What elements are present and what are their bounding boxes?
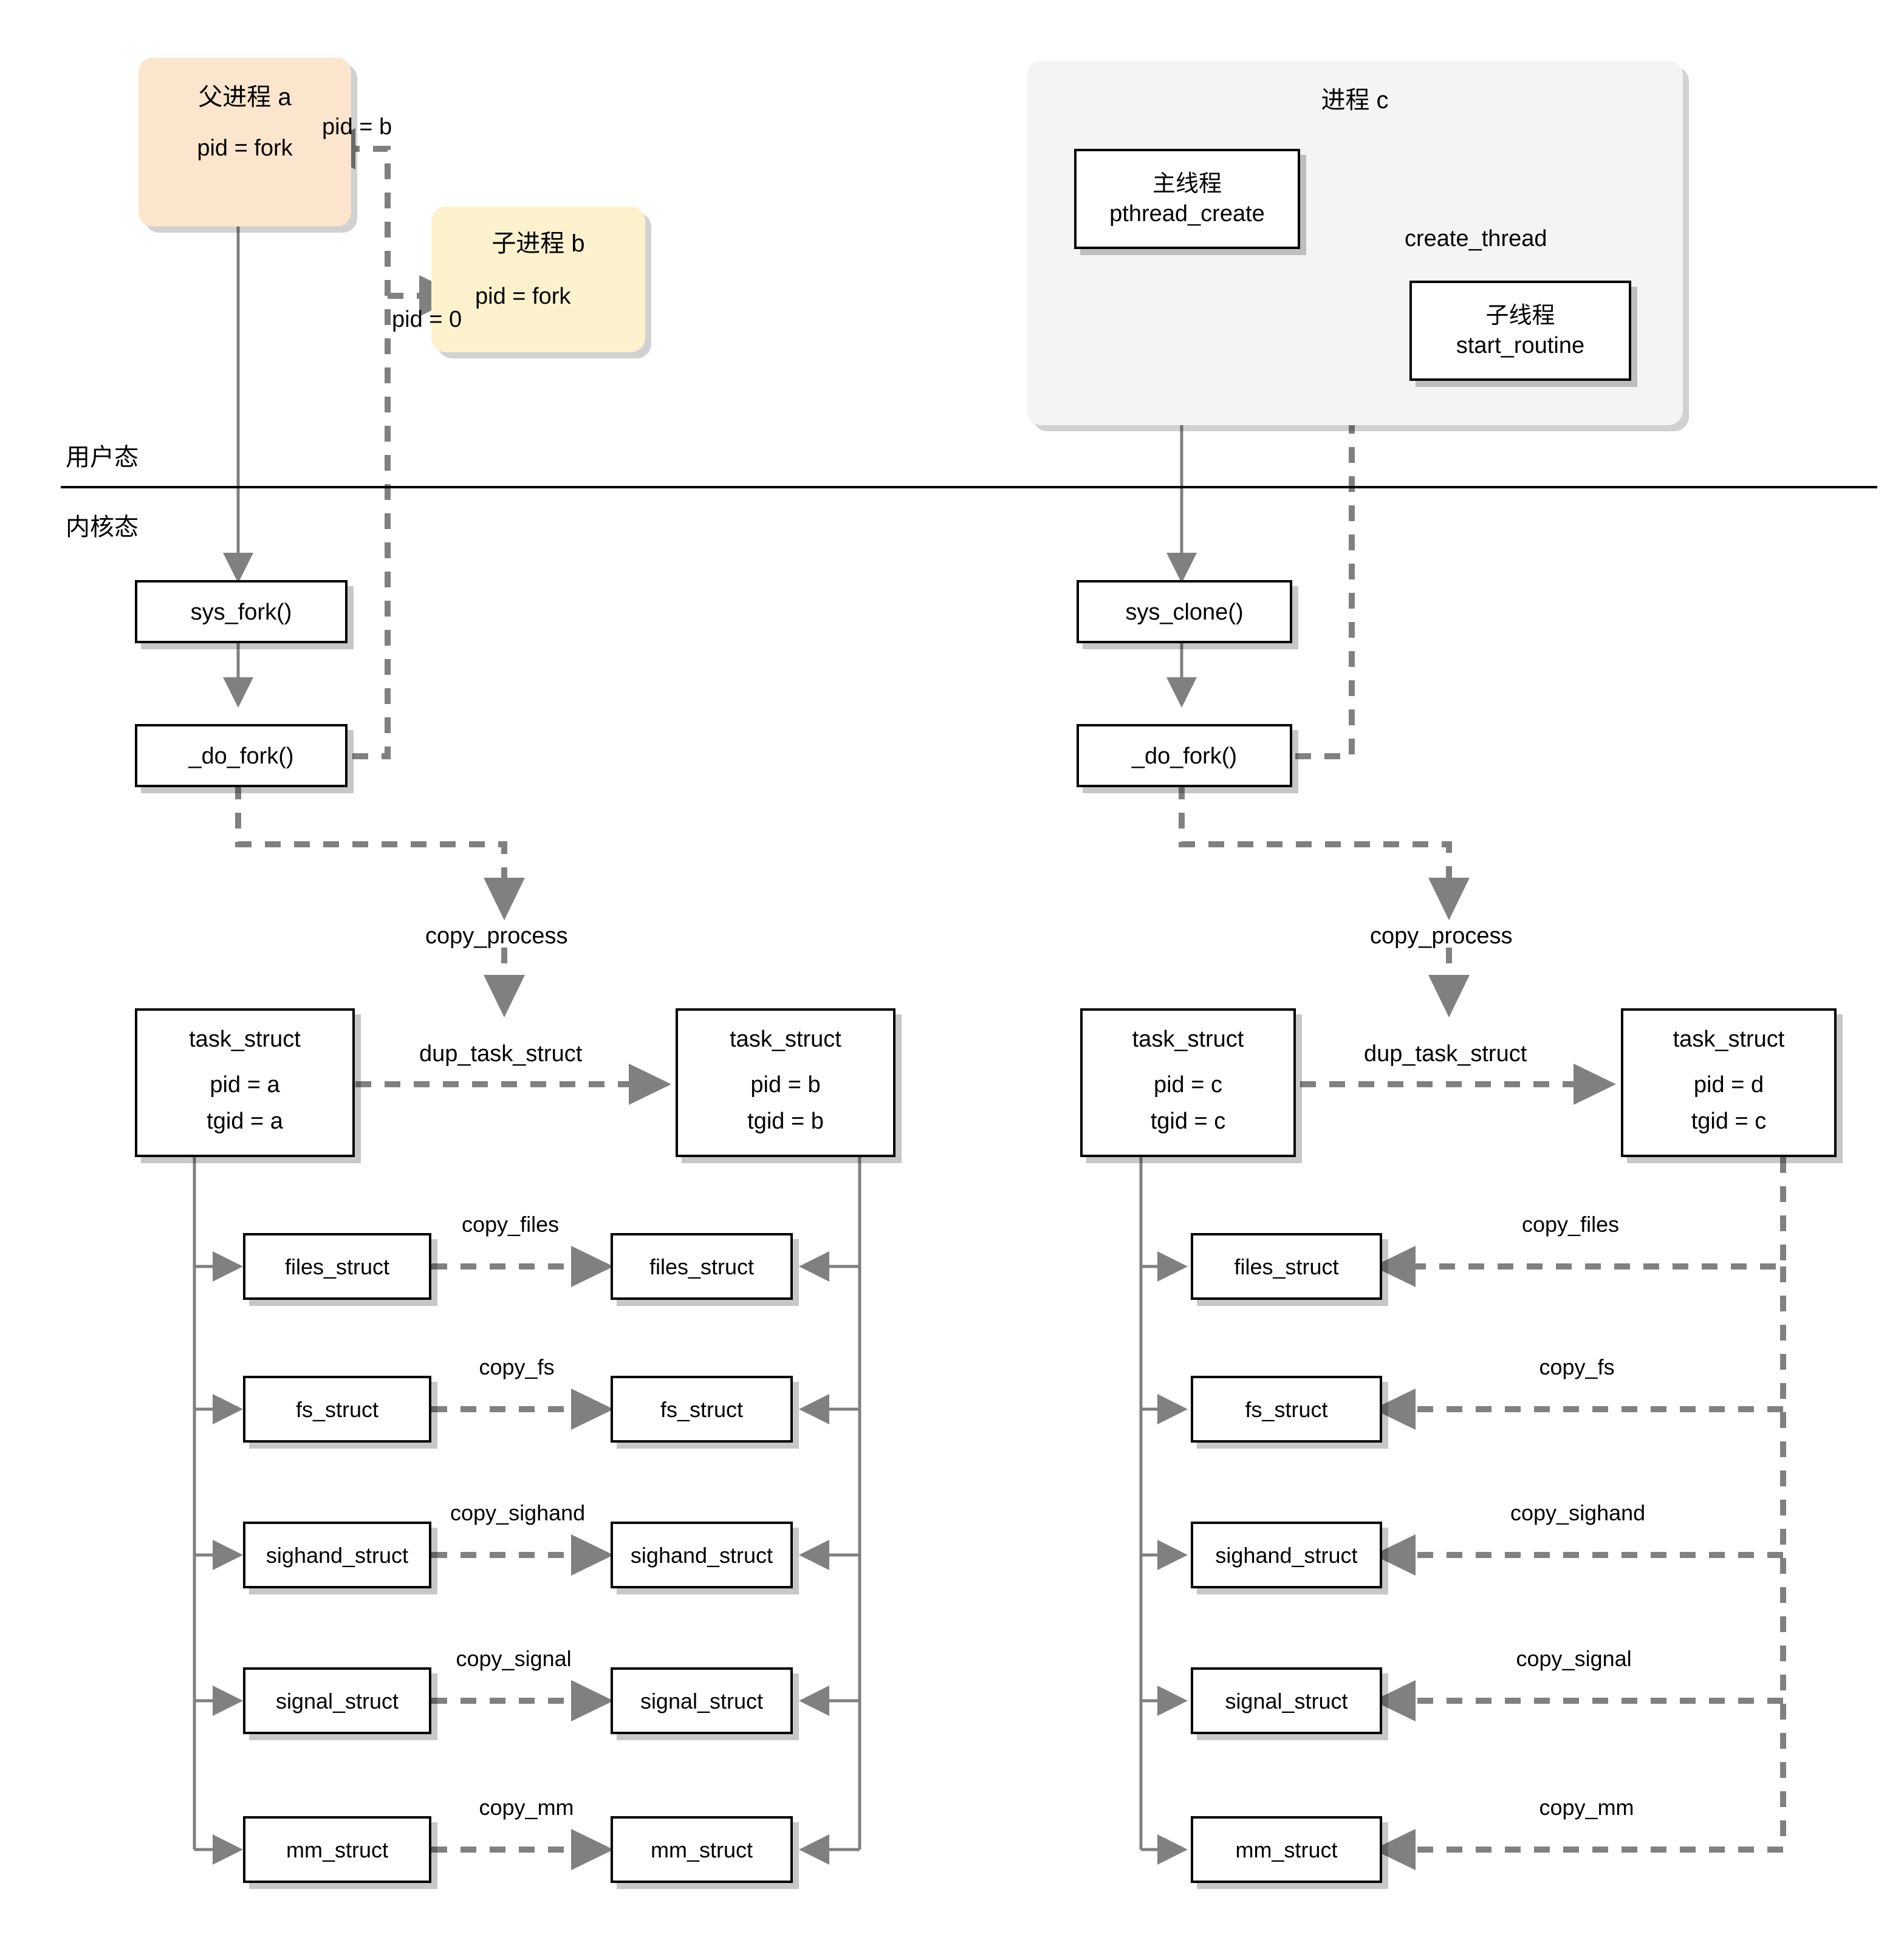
parent-process-box[interactable]: 父进程 a pid = fork [139, 58, 351, 227]
parent-process-title: 父进程 a [198, 84, 292, 111]
left-src-fs_struct-label: fs_struct [295, 1397, 379, 1422]
child-process-box[interactable]: 子进程 b [431, 207, 645, 352]
copy-process-label-right: copy_process [1370, 923, 1513, 949]
edge-label-copy_mm: copy_mm [479, 1795, 574, 1820]
do-fork-label-left: _do_fork() [188, 743, 294, 769]
task-struct-c-box[interactable]: task_struct pid = c tgid = c [1080, 1008, 1296, 1157]
main-thread-body: pthread_create [1109, 201, 1265, 227]
edge-label-right-copy_fs: copy_fs [1539, 1355, 1615, 1379]
child-process-title: 子进程 b [491, 230, 585, 257]
dup-task-struct-label-left: dup_task_struct [419, 1041, 583, 1067]
edge-copy-mm-right [1373, 1266, 1786, 1871]
task-struct-b-tgid: tgid = b [747, 1109, 824, 1134]
right-fs_struct[interactable]: fs_struct [1191, 1376, 1382, 1443]
task-struct-a-name: task_struct [189, 1027, 301, 1052]
right-mm_struct[interactable]: mm_struct [1191, 1816, 1382, 1883]
left-dst-signal_struct[interactable]: signal_struct [611, 1667, 793, 1734]
sys-fork-label: sys_fork() [190, 600, 292, 625]
right-mm_struct-label: mm_struct [1235, 1837, 1338, 1862]
left-src-sighand_struct-label: sighand_struct [265, 1543, 409, 1568]
task-struct-c-pid: pid = c [1153, 1072, 1223, 1098]
edge-dofork-to-copyprocess-right [1179, 784, 1470, 920]
do-fork-label-right: _do_fork() [1131, 743, 1238, 769]
main-thread-title: 主线程 [1152, 171, 1222, 197]
right-files_struct[interactable]: files_struct [1191, 1233, 1382, 1300]
left-src-signal_struct-label: signal_struct [275, 1689, 399, 1714]
left-dst-files_struct[interactable]: files_struct [611, 1233, 793, 1300]
left-src-fs_struct[interactable]: fs_struct [243, 1376, 431, 1443]
task-struct-b-name: task_struct [730, 1027, 841, 1052]
task-struct-c-name: task_struct [1132, 1027, 1244, 1052]
right-sighand_struct-label: sighand_struct [1215, 1543, 1358, 1568]
parent-process-body: pid = fork [197, 135, 293, 161]
task-struct-a-box[interactable]: task_struct pid = a tgid = a [135, 1008, 355, 1157]
left-src-sighand_struct[interactable]: sighand_struct [243, 1522, 431, 1588]
left-dst-sighand_struct-label: sighand_struct [630, 1543, 773, 1568]
child-thread-title: 子线程 [1485, 303, 1555, 329]
child-thread-body: start_routine [1456, 333, 1585, 358]
main-thread-box[interactable]: 主线程 pthread_create [1074, 149, 1300, 249]
edge-label-copy_files: copy_files [462, 1212, 560, 1237]
kernel-mode-label: 内核态 [66, 514, 139, 541]
child-process-body: pid = fork [475, 284, 571, 309]
left-dst-sighand_struct[interactable]: sighand_struct [611, 1522, 793, 1588]
right-signal_struct[interactable]: signal_struct [1191, 1667, 1382, 1734]
sys-clone-box[interactable]: sys_clone() [1077, 580, 1292, 643]
edge-dofork-to-copyprocess-left [235, 784, 526, 920]
do-fork-box-right[interactable]: _do_fork() [1077, 724, 1292, 787]
left-dst-files_struct-label: files_struct [649, 1254, 755, 1279]
do-fork-box-left[interactable]: _do_fork() [135, 724, 348, 787]
left-src-signal_struct[interactable]: signal_struct [243, 1667, 431, 1734]
sys-fork-box[interactable]: sys_fork() [135, 580, 348, 643]
right-files_struct-label: files_struct [1234, 1254, 1339, 1279]
left-src-files_struct-label: files_struct [284, 1254, 390, 1279]
left-dst-mm_struct-label: mm_struct [650, 1837, 753, 1862]
sys-clone-label: sys_clone() [1125, 600, 1244, 625]
edge-copy-files-right [1373, 1157, 1786, 1288]
task-struct-d-box[interactable]: task_struct pid = d tgid = c [1621, 1008, 1837, 1157]
left-src-files_struct[interactable]: files_struct [243, 1233, 431, 1300]
copy-process-label-left: copy_process [425, 923, 568, 949]
task-struct-d-tgid: tgid = c [1691, 1109, 1767, 1134]
process-c-title: 进程 c [1321, 87, 1389, 114]
edge-label-right-copy_mm: copy_mm [1539, 1795, 1634, 1820]
task-struct-a-tgid: tgid = a [207, 1109, 283, 1134]
right-signal_struct-label: signal_struct [1225, 1689, 1348, 1714]
left-dst-signal_struct-label: signal_struct [640, 1689, 764, 1714]
task-struct-d-pid: pid = d [1693, 1072, 1764, 1098]
edge-dofork-to-parent-pidb [313, 128, 391, 759]
create-thread-label: create_thread [1405, 226, 1547, 251]
left-src-mm_struct[interactable]: mm_struct [243, 1816, 431, 1883]
task-struct-b-pid: pid = b [750, 1072, 821, 1098]
left-dst-fs_struct[interactable]: fs_struct [611, 1376, 793, 1443]
edge-label-copy_fs: copy_fs [479, 1355, 555, 1379]
edge-label-right-copy_signal: copy_signal [1516, 1646, 1632, 1671]
edge-label-copy_signal: copy_signal [456, 1646, 572, 1671]
task-struct-b-box[interactable]: task_struct pid = b tgid = b [676, 1008, 895, 1157]
edge-label-right-copy_files: copy_files [1522, 1212, 1620, 1237]
edge-label-copy_sighand: copy_sighand [450, 1500, 586, 1525]
left-dst-mm_struct[interactable]: mm_struct [611, 1816, 793, 1883]
task-struct-d-name: task_struct [1673, 1027, 1785, 1052]
edge-label-right-copy_sighand: copy_sighand [1510, 1500, 1646, 1525]
right-fs_struct-label: fs_struct [1245, 1397, 1328, 1422]
left-src-mm_struct-label: mm_struct [286, 1837, 388, 1862]
child-thread-box[interactable]: 子线程 start_routine [1409, 281, 1631, 381]
task-struct-a-pid: pid = a [210, 1072, 280, 1098]
label-pid-0: pid = 0 [392, 307, 462, 332]
user-kernel-divider [61, 486, 1877, 488]
user-mode-label: 用户态 [66, 444, 139, 471]
right-sighand_struct[interactable]: sighand_struct [1191, 1522, 1382, 1588]
label-pid-b: pid = b [322, 114, 392, 140]
task-struct-c-tgid: tgid = c [1150, 1109, 1226, 1134]
left-dst-fs_struct-label: fs_struct [660, 1397, 744, 1422]
dup-task-struct-label-right: dup_task_struct [1364, 1041, 1527, 1067]
